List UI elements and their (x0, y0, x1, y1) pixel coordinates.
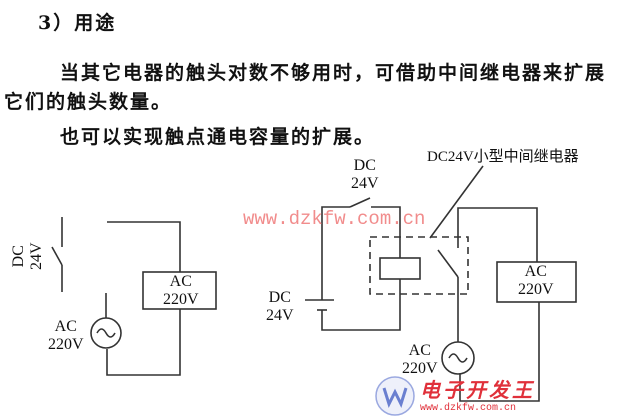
label-voltage: 220V (163, 291, 199, 308)
label-voltage: 220V (518, 281, 554, 298)
wire (106, 309, 181, 376)
label-voltage: 220V (48, 336, 84, 353)
left-switch-label: DC 24V (10, 242, 46, 270)
relay-coil (379, 257, 421, 280)
right-switch-blade (349, 197, 371, 208)
wire (371, 206, 401, 258)
paragraph-line: 它们的触头数量。 (4, 91, 173, 113)
label-voltage: 24V (28, 242, 45, 270)
label-voltage: 220V (402, 360, 438, 377)
right-load-label: AC 220V (518, 263, 554, 299)
relay-dashed-box (369, 236, 469, 295)
sine-icon (96, 328, 116, 338)
section-heading: 3）用途 (38, 12, 117, 34)
logo-icon (375, 376, 415, 416)
right-load-box (496, 261, 577, 303)
right-ac-source-icon (441, 341, 475, 375)
logo-name: 电子开发王 (420, 378, 535, 402)
wire (321, 279, 401, 331)
label-voltage: 24V (266, 307, 294, 324)
left-source-label: AC 220V (48, 318, 84, 354)
left-load-label: AC 220V (163, 273, 199, 309)
label-dc: DC (353, 157, 376, 174)
relay-label: DC24V小型中间继电器 (427, 149, 579, 165)
label-voltage: 24V (351, 175, 379, 192)
left-ac-source-icon (90, 317, 122, 349)
leader-line (429, 165, 484, 239)
wire (321, 206, 350, 300)
watermark-text: www.dzkfw.com.cn (243, 208, 426, 230)
wire (459, 302, 540, 402)
label-ac: AC (169, 273, 192, 290)
relay-contact-blade (437, 249, 459, 278)
label-ac: AC (54, 318, 77, 335)
logo-url: www.dzkfw.com.cn (420, 403, 517, 414)
label-dc: DC (10, 245, 27, 268)
sine-icon (448, 353, 468, 363)
wire (107, 221, 181, 272)
battery-label: DC 24V (266, 289, 294, 325)
paragraph-line: 当其它电器的触头对数不够用时，可借助中间继电器来扩展 (60, 62, 607, 84)
label-dc: DC (268, 289, 291, 306)
right-source-label: AC 220V (402, 342, 438, 378)
wire (457, 207, 538, 262)
label-ac: AC (408, 342, 431, 359)
paragraph-line: 也可以实现触点通电容量的扩展。 (60, 126, 376, 148)
label-ac: AC (524, 263, 547, 280)
right-switch-label: DC 24V (351, 157, 379, 193)
left-switch (51, 217, 63, 292)
